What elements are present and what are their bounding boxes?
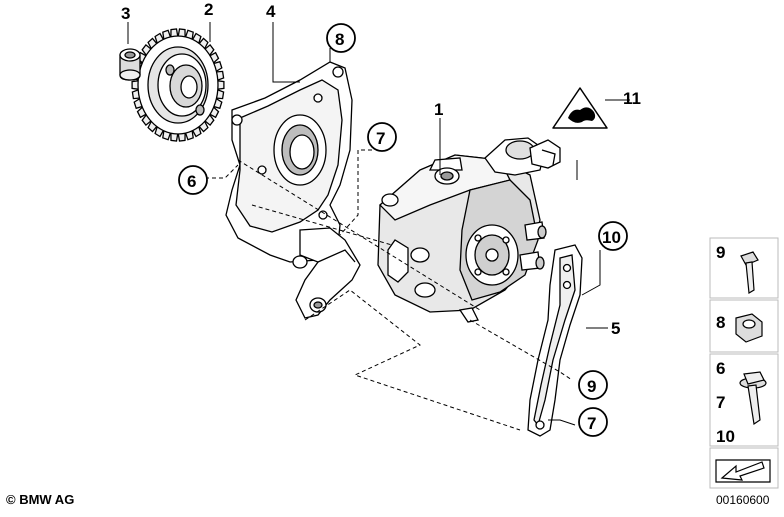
sidebar-label-6: 6 [716,359,725,378]
pump-bracket [527,244,583,437]
callout-circle-8 [326,23,356,53]
support-bracket [292,227,361,319]
callout-circle-6 [178,165,208,195]
direction-arrow-icon [715,459,771,483]
sidebar-box-screw [709,353,779,447]
callout-9: 9 [587,377,596,396]
callout-circle-7b [578,407,608,437]
callout-3: 3 [121,4,130,23]
leader-lines [127,22,630,431]
high-pressure-pump [377,137,547,323]
sidebar-label-9: 9 [716,243,725,262]
sidebar-box-bolt [709,237,779,299]
sidebar-box-arrow [709,447,779,489]
document-number: 00160600 [716,493,770,507]
callouts: 3 2 4 8 1 11 7 6 10 5 9 7 [121,0,641,437]
callout-8: 8 [335,30,344,49]
bracket-plate [225,61,353,263]
callout-circle-10 [598,221,628,251]
callout-circle-9 [578,370,608,400]
sidebar-label-10: 10 [716,427,735,446]
sidebar-label-7: 7 [716,393,725,412]
copyright-text: © BMW AG [6,492,75,507]
nut-icon [735,313,763,343]
sidebar-label-8: 8 [716,313,725,332]
callout-4: 4 [266,2,276,21]
callout-2: 2 [204,0,213,19]
callout-11: 11 [623,89,641,108]
callout-7-upper: 7 [376,129,385,148]
callout-10: 10 [602,228,621,247]
sensor-connector [529,139,561,169]
bolt-icon [740,251,759,295]
flange-screw-icon [739,371,767,426]
sprocket-gear [131,28,225,142]
bushing-part [119,48,141,81]
callout-5: 5 [611,319,620,338]
callout-circle-7a [367,122,397,152]
callout-1: 1 [434,100,443,119]
callout-7-lower: 7 [587,414,596,433]
warning-triangle-icon [552,87,608,129]
callout-6: 6 [187,172,196,191]
fastener-sidebar: 9 8 6 7 10 [709,237,779,489]
